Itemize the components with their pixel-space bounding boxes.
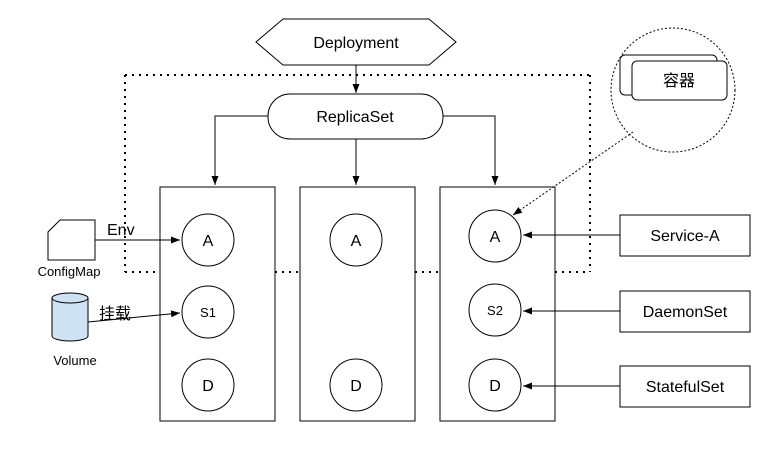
- container-label: D: [202, 378, 214, 395]
- statefulset-label: StatefulSet: [646, 379, 725, 396]
- container-label: A: [351, 233, 362, 250]
- statefulset-node: StatefulSet: [619, 365, 751, 408]
- configmap-icon: [47, 219, 96, 261]
- container-label: D: [489, 378, 501, 395]
- mount-edge-label: 挂载: [99, 305, 131, 323]
- configmap-label: ConfigMap: [38, 264, 101, 279]
- volume-to-pod-arrow: [87, 310, 181, 323]
- container-label: A: [203, 233, 214, 250]
- pod-2-container-d: D: [329, 358, 383, 412]
- replicaset-node: ReplicaSet: [267, 93, 444, 140]
- deployment-label: Deployment: [313, 35, 399, 52]
- pod-2-container-a: A: [329, 213, 383, 267]
- pod-3-container-s2: S2: [468, 283, 522, 337]
- daemonset-label: DaemonSet: [643, 304, 728, 321]
- service-a-label: Service-A: [650, 228, 720, 245]
- deployment-node: Deployment: [255, 18, 457, 66]
- container-label: A: [490, 229, 501, 246]
- container-callout-label: 容器: [663, 72, 695, 90]
- pod-1-container-s1: S1: [181, 285, 235, 339]
- callout-pointer-arrow: [512, 131, 634, 216]
- container-label: S1: [200, 305, 216, 320]
- replicaset-label: ReplicaSet: [316, 109, 394, 126]
- pod-3-container-a: A: [468, 209, 522, 263]
- daemonset-node: DaemonSet: [619, 290, 751, 333]
- container-label: D: [350, 378, 362, 395]
- pod-1-container-d: D: [181, 358, 235, 412]
- container-callout: 容器: [610, 27, 736, 153]
- volume-label: Volume: [53, 353, 96, 368]
- deployment-boundary: [124, 74, 591, 273]
- env-edge-label: Env: [107, 222, 135, 239]
- pod-3-container-d: D: [468, 358, 522, 412]
- volume-icon: [51, 292, 89, 342]
- pod-1-container-a: A: [181, 213, 235, 267]
- replicaset-to-pods-arrows: [211, 115, 499, 185]
- service-a-node: Service-A: [619, 214, 751, 257]
- container-label: S2: [487, 303, 503, 318]
